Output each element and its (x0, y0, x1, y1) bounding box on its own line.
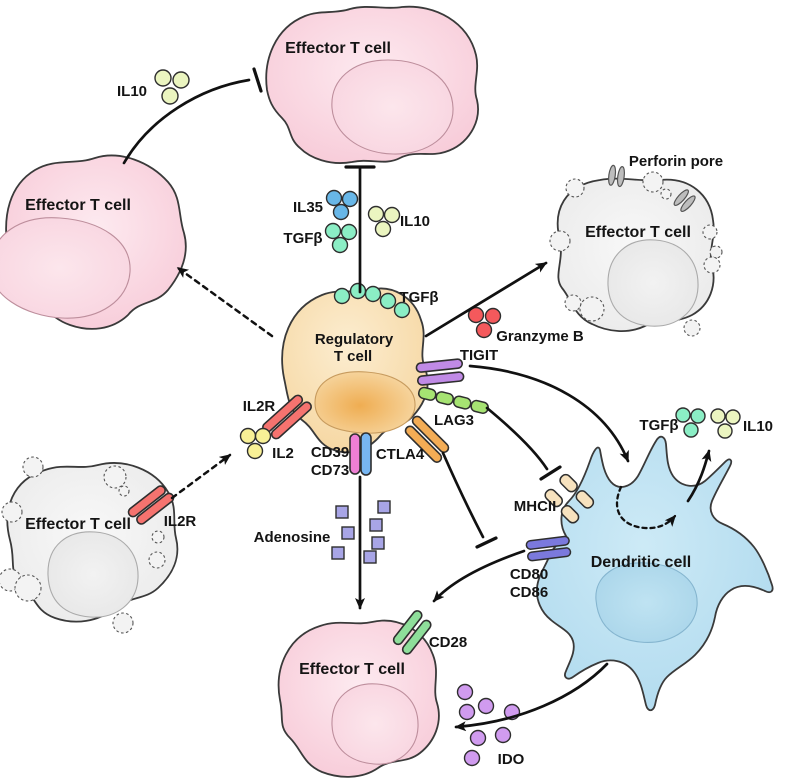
arrow-granzyme-to-effector-right (424, 261, 548, 338)
cd80-label: CD80 (510, 566, 548, 583)
lag3-receptor (417, 386, 489, 414)
apoptotic-blebs (0, 456, 166, 634)
effector-top-label: Effector T cell (285, 40, 391, 57)
arrow-il2r-effector-to-il2-dashed (170, 453, 232, 500)
cd86-label: CD86 (510, 584, 548, 601)
ctla4-receptor (404, 415, 450, 463)
dendritic-cell: Dendritic cell MHCII CD80 CD86 (510, 435, 774, 712)
il2-molecules (239, 427, 272, 460)
perforin-pore-label: Perforin pore (629, 153, 723, 170)
tgfb-dc-molecules (675, 407, 706, 438)
effector-right-label: Effector T cell (585, 224, 691, 241)
dendritic-cell-label: Dendritic cell (591, 554, 691, 571)
tigit-label: TIGIT (460, 347, 498, 364)
arrow-il10-inhibits-effector-top (122, 67, 263, 165)
tgfb-secreted-molecules (324, 222, 358, 254)
arrow-tigit-to-dendritic (468, 364, 630, 463)
mhcii-label: MHCII (514, 498, 557, 515)
tgfb-dc-label: TGFβ (639, 417, 678, 434)
granzyme-b-label: Granzyme B (496, 328, 584, 345)
ctla4-label: CTLA4 (376, 446, 425, 463)
cd73-label: CD73 (311, 462, 349, 479)
cd28-receptor (392, 610, 432, 655)
il35-label: IL35 (293, 199, 323, 216)
arrow-treg-to-effector-left-dashed (176, 266, 274, 338)
cd80-cd86-receptor (525, 535, 572, 562)
effector-bottom-label: Effector T cell (299, 661, 405, 678)
cd28-label: CD28 (429, 634, 467, 651)
treg-label-line2: T cell (334, 348, 372, 365)
effector-t-cell-left: Effector T cell (0, 154, 187, 330)
perforin-pore-icon (607, 164, 696, 213)
adenosine-molecules (331, 500, 391, 564)
granzyme-b-molecules (467, 306, 502, 339)
arrow-dendritic-ido-to-effector-bottom (454, 662, 609, 732)
mhcii-receptor (544, 473, 595, 524)
arrow-dendritic-secretes-tgfb-il10 (686, 449, 712, 503)
effector-t-cell-bottom-left-apoptotic: IL2R Effector T cell (0, 456, 197, 634)
apoptotic-blebs (549, 171, 723, 337)
regulatory-t-cell: Regulatory T cell TGFβ IL2R TIGIT LAG3 (243, 282, 498, 479)
effector-t-cell-bottom: Effector T cell CD28 (277, 610, 467, 778)
arrow-lag3-inhibits-mhcii (485, 406, 562, 481)
arrow-cd80cd86-to-cd28 (432, 549, 526, 603)
arrow-treg-inhibits-effector-top (344, 165, 376, 294)
cd39-cd73-receptor (349, 432, 372, 476)
effector-bottom-left-label: Effector T cell (25, 516, 131, 533)
il10-dc-molecules (710, 408, 741, 439)
il10-secreted-molecules (367, 205, 401, 238)
il2r-receptor-treg (262, 394, 312, 440)
arrow-dendritic-internal-dashed (615, 485, 677, 530)
lag3-label: LAG3 (434, 412, 474, 429)
il10-dc-label: IL10 (743, 418, 773, 435)
adenosine-label: Adenosine (254, 529, 331, 546)
il2r-receptor-effector (127, 485, 175, 525)
arrow-ctla4-inhibits-cd80cd86 (441, 451, 498, 549)
ido-label: IDO (498, 751, 525, 768)
tgfb-membrane-label: TGFβ (399, 289, 438, 306)
tigit-receptor (415, 358, 465, 386)
effector-t-cell-right-apoptotic: Perforin pore Effector T cell (549, 153, 723, 337)
il35-molecules (325, 189, 359, 221)
il2r-effector-label: IL2R (164, 513, 197, 530)
treg-label-line1: Regulatory (315, 331, 394, 348)
effector-left-label: Effector T cell (25, 197, 131, 214)
tgfb-membrane-molecules (333, 282, 411, 319)
il2-label: IL2 (272, 445, 294, 462)
ido-molecules (456, 683, 521, 767)
il10-top-label: IL10 (117, 83, 147, 100)
il2r-treg-label: IL2R (243, 398, 276, 415)
cd39-label: CD39 (311, 444, 349, 461)
effector-t-cell-top: Effector T cell (265, 5, 479, 164)
tgfb-secreted-label: TGFβ (283, 230, 322, 247)
il10-molecules-top (154, 69, 190, 105)
il10-secreted-label: IL10 (400, 213, 430, 230)
